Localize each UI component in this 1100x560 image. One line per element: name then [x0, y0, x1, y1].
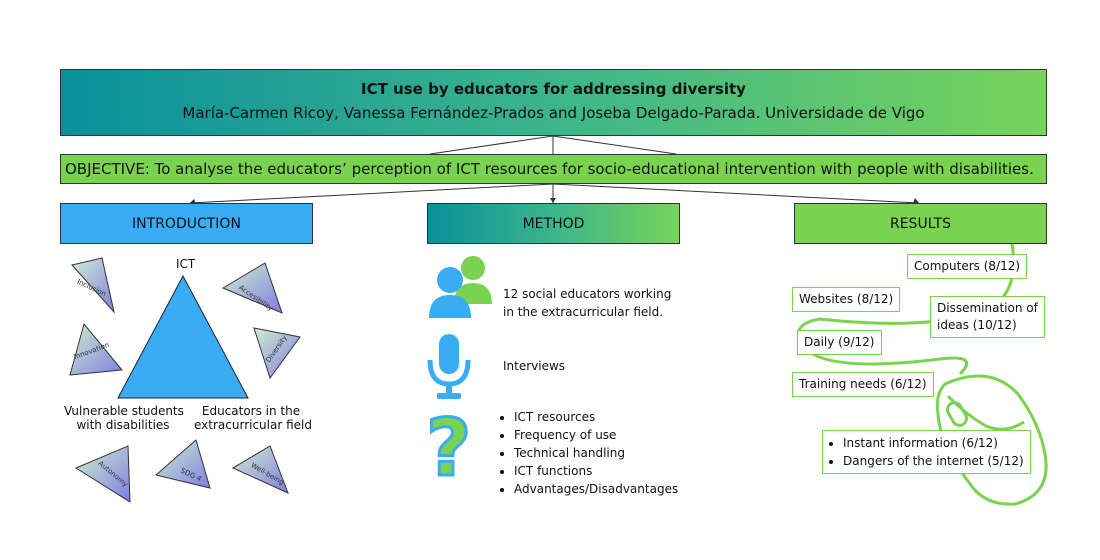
topic-item: ICT resources	[514, 408, 678, 426]
title-box: ICT use by educators for addressing dive…	[60, 69, 1047, 136]
topic-item: Advantages/Disadvantages	[514, 480, 678, 498]
ict-label: ICT	[176, 257, 196, 271]
sdg4-triangle	[154, 439, 211, 489]
training-needs-box: Training needs (6/12)	[792, 372, 934, 397]
accesibility-triangle	[221, 262, 283, 314]
result-item: Dangers of the internet (5/12)	[843, 452, 1024, 470]
computers-box: Computers (8/12)	[907, 254, 1028, 279]
websites-box: Websites (8/12)	[792, 287, 901, 312]
results-header: RESULTS	[794, 203, 1047, 244]
topics-list: ICT resources Frequency of use Technical…	[500, 408, 678, 498]
introduction-header: INTRODUCTION	[60, 203, 313, 244]
daily-box: Daily (9/12)	[797, 330, 882, 355]
topic-item: Technical handling	[514, 444, 678, 462]
authors-line: María-Carmen Ricoy, Vanessa Fernández-Pr…	[182, 104, 925, 122]
topic-item: ICT functions	[514, 462, 678, 480]
inclusion-triangle	[71, 257, 115, 314]
topic-item: Frequency of use	[514, 426, 678, 444]
ict-triangle	[117, 274, 249, 399]
objective-box: OBJECTIVE: To analyse the educators’ per…	[60, 154, 1047, 184]
result-item: Instant information (6/12)	[843, 434, 1024, 452]
wellbeing-triangle	[231, 445, 289, 494]
microphone-icon	[427, 334, 471, 399]
poster-title: ICT use by educators for addressing dive…	[361, 80, 746, 98]
innovation-triangle	[69, 322, 123, 376]
question-mark-icon: ?	[424, 403, 472, 496]
method-header: METHOD	[427, 203, 680, 244]
diversity-triangle	[253, 327, 301, 380]
interviews-text: Interviews	[503, 359, 566, 373]
results-bullets-box: Instant information (6/12) Dangers of th…	[822, 430, 1031, 474]
people-icon	[429, 256, 492, 318]
autonomy-triangle	[74, 445, 131, 503]
introduction-diagram	[69, 257, 301, 503]
